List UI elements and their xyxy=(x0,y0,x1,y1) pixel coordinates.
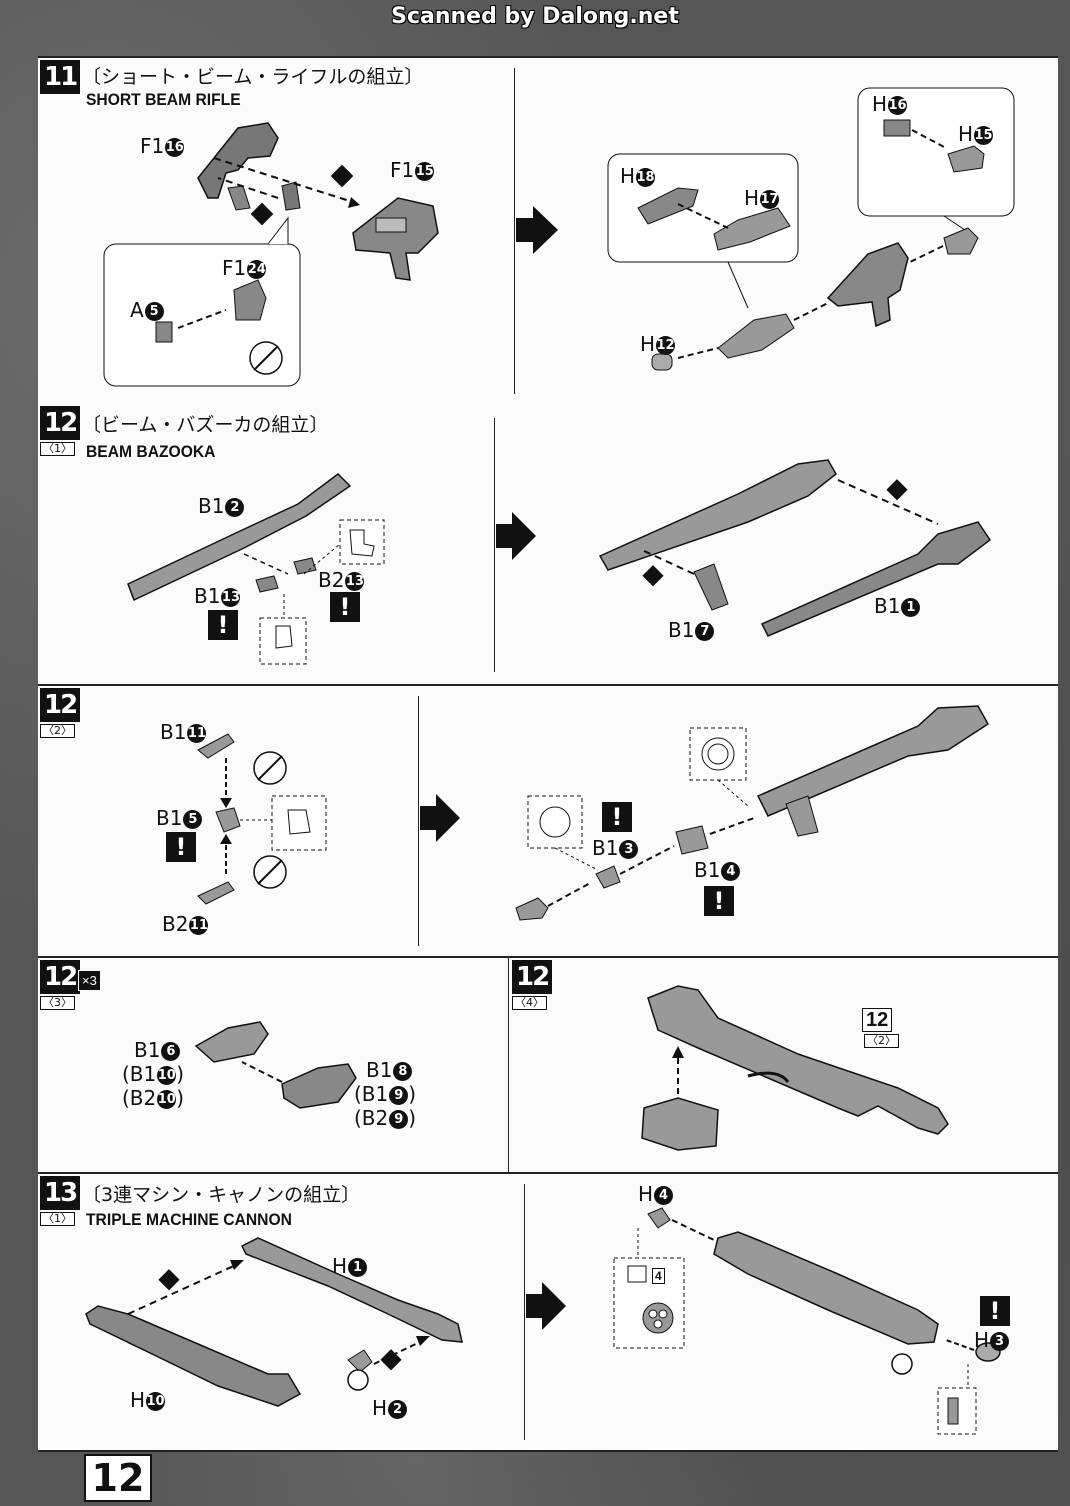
caution-icon: ! xyxy=(208,610,238,640)
part-label-h15: H15 xyxy=(958,122,994,146)
panel-divider xyxy=(514,68,515,394)
caution-icon: ! xyxy=(704,886,734,916)
part-label-b1-11: B111 xyxy=(160,720,207,744)
part-label-h10: H10 xyxy=(130,1388,166,1412)
scan-watermark: Scanned by Dalong.net xyxy=(391,4,679,29)
step-title-jp: 〔ショート・ビーム・ライフルの組立〕 xyxy=(82,66,424,88)
step-reference-badge: 12 xyxy=(862,1008,893,1032)
caution-icon: ! xyxy=(166,832,196,862)
panel-divider xyxy=(524,1184,525,1440)
bazooka-assembly-diagram xyxy=(127,459,992,665)
caution-icon: ! xyxy=(602,802,632,832)
part-label-b2-13: B213 xyxy=(318,568,365,592)
armor-panel-diagram xyxy=(194,985,949,1151)
part-label-f1-15: F115 xyxy=(390,158,435,182)
step-number: 12 xyxy=(40,406,81,440)
step-number: 12 xyxy=(40,960,81,994)
part-label-b1-13: B113 xyxy=(194,584,241,608)
step-title-en: TRIPLE MACHINE CANNON xyxy=(86,1210,292,1229)
caution-icon: ! xyxy=(330,592,360,622)
step-title-en: SHORT BEAM RIFLE xyxy=(86,90,241,109)
step-title-jp: 〔ビーム・バズーカの組立〕 xyxy=(82,414,329,436)
panel-divider xyxy=(418,696,419,946)
part-label-b1-10: (B110) xyxy=(122,1062,185,1086)
step-12-1-panel: 12 〈1〉 〔ビーム・バズーカの組立〕 BEAM BAZOOKA ! ! B1… xyxy=(38,404,1058,686)
rifle-assembly-diagram xyxy=(103,87,1015,387)
substep-number: 〈3〉 xyxy=(40,996,75,1010)
step-number: 13 xyxy=(40,1176,81,1210)
part-label-h12: H12 xyxy=(640,332,676,356)
part-label-b2-10: (B210) xyxy=(122,1086,185,1110)
step-title-jp: 〔3連マシン・キャノンの組立〕 xyxy=(82,1184,361,1206)
step-number: 12 xyxy=(512,960,553,994)
part-label-h17: H17 xyxy=(744,186,780,210)
sticker-number-box: 4 xyxy=(652,1268,665,1284)
panel-divider xyxy=(494,418,495,672)
caution-icon: ! xyxy=(980,1296,1010,1326)
part-label-f1-16: F116 xyxy=(140,134,185,158)
step-reference-sub: 〈2〉 xyxy=(864,1034,899,1048)
step-number: 11 xyxy=(40,60,81,94)
step-number: 12 xyxy=(40,688,81,722)
bazooka-grip-diagram xyxy=(197,705,989,921)
part-label-h16: H16 xyxy=(872,92,908,116)
repeat-count-badge: ×3 xyxy=(78,970,101,991)
step-title-en: BEAM BAZOOKA xyxy=(86,442,216,461)
page-number: 12 xyxy=(84,1454,152,1502)
cannon-assembly-diagram xyxy=(85,1207,1001,1435)
substep-number: 〈1〉 xyxy=(40,1212,75,1226)
substep-number: 〈4〉 xyxy=(512,996,547,1010)
step-11-panel: 11 〔ショート・ビーム・ライフルの組立〕 SHORT BEAM RIFLE xyxy=(38,56,1058,408)
step-13-1-panel: 13 〈1〉 〔3連マシン・キャノンの組立〕 TRIPLE MACHINE CA… xyxy=(38,1174,1058,1452)
panel-divider xyxy=(508,958,509,1172)
part-label-h18: H18 xyxy=(620,164,656,188)
substep-number: 〈1〉 xyxy=(40,442,75,456)
part-label-f1-24: F124 xyxy=(222,256,267,280)
substep-number: 〈2〉 xyxy=(40,724,75,738)
part-label-b2-11: B211 xyxy=(162,912,209,936)
